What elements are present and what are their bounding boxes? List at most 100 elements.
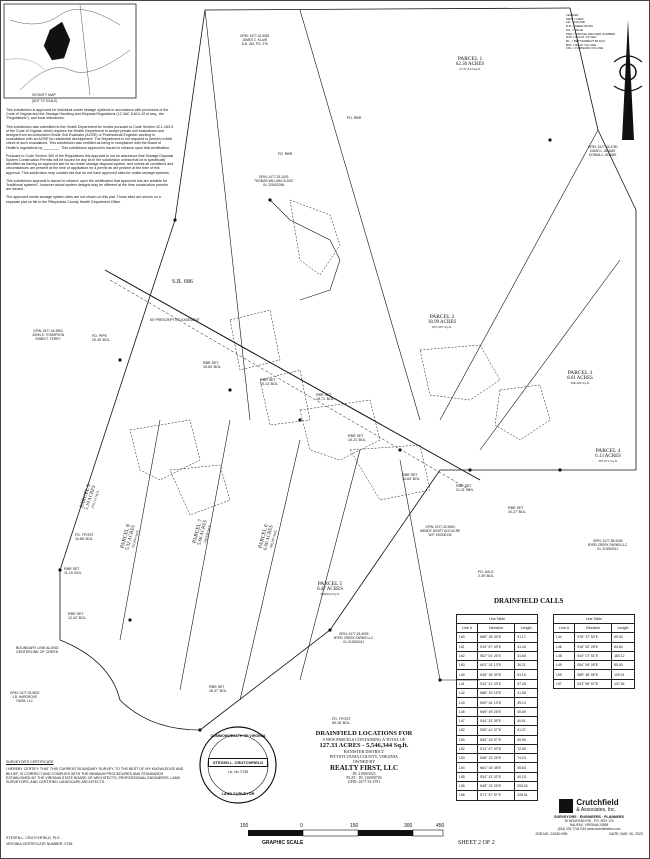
- scale-tick: 0: [300, 823, 303, 829]
- line-direction: S23° 59' 57"E: [574, 678, 613, 690]
- line-direction: S06° 41' 07"E: [477, 725, 516, 736]
- sheet-number: SHEET 2 OF 2: [458, 840, 495, 846]
- road-name: S.R. 686: [172, 279, 193, 285]
- line-length: 40.15: [514, 771, 538, 783]
- scale-tick: 300: [404, 823, 413, 829]
- title-gpin: GPIN: 2477-33-4791: [347, 780, 381, 784]
- line-direction: N18° 25' 30"E: [477, 669, 516, 680]
- parcel-5-label: PARCEL 5 8.47 ACRES 368,954 Sq.ft.: [317, 581, 343, 596]
- firm-date: DATE: MAY 26, 2023: [609, 832, 643, 836]
- line-number: L44: [552, 632, 576, 643]
- line-direction: N66° 20' 19"E: [477, 688, 516, 699]
- line-length: 51.16: [514, 669, 538, 680]
- callout-fd-rbr: FD. RBR: [278, 152, 293, 156]
- health-department-notes: This subdivision is approved for individ…: [6, 108, 174, 208]
- scale-tick: 450: [436, 823, 445, 829]
- line-number: L48: [552, 650, 576, 662]
- line-number: L45: [455, 706, 479, 717]
- scale-label: GRAPHIC SCALE: [262, 840, 304, 846]
- road-easement: 50' PRESCRIPTIVE EASEMENT: [150, 318, 200, 322]
- note: Pursuant to Code Section 360 of the Regu…: [6, 153, 174, 175]
- scale-tick: 150: [350, 823, 359, 829]
- line-number: L62: [455, 650, 479, 662]
- legend-item: BL. = BETTERMENT BLOCK: [566, 38, 606, 43]
- line-number: L57: [552, 678, 576, 690]
- legend-item: FD. = FOUND: [566, 20, 585, 25]
- line-direction: N01° 31' 13"E: [477, 660, 516, 671]
- line-direction: S44° 23' 35"E: [477, 715, 516, 727]
- line-length: 85.50: [611, 660, 635, 671]
- line-direction: S44° 07' 51"E: [574, 650, 613, 662]
- legend: LEGEND: NEW = NEW FD. = FOUND D.B. = DEE…: [566, 13, 638, 51]
- vicinity-map: [3, 3, 137, 99]
- line-table-title: Line Table: [553, 614, 635, 624]
- line-length: 55.83: [514, 762, 538, 773]
- line-length: 57.28: [514, 678, 538, 690]
- line-number: L60: [455, 632, 479, 643]
- parcel-2-label: PARCEL 2 18.99 ACRES 827,207 Sq.ft.: [427, 314, 457, 329]
- callout-fd-rbr: FD. RBR: [347, 116, 362, 120]
- line-direction: S10° 07' 43"E: [477, 641, 516, 652]
- seal-bottom: LAND SURVEYOR: [221, 792, 255, 796]
- line-direction: S62° 04' 26"E: [477, 650, 516, 662]
- vicinity-site-marker: [43, 21, 71, 61]
- certificate-title: SURVEYOR'S CERTIFICATE: [6, 760, 54, 764]
- line-number: L40: [455, 669, 479, 680]
- interior-lines: [104, 9, 621, 701]
- line-table-title: Line Table: [456, 614, 538, 624]
- drainfield-areas: [129, 199, 551, 516]
- seal-name: STEVEN L. CRUTCHFIELD: [208, 758, 268, 767]
- firm-block: Crutchfield & Associates, Inc. SURVEYORS…: [535, 798, 643, 836]
- line-number: L59: [552, 669, 576, 680]
- line-number: L49: [552, 660, 576, 671]
- line-direction: S89° 48' 55"E: [574, 669, 613, 680]
- line-number: L55: [455, 771, 479, 783]
- col-length: Length: [611, 622, 635, 634]
- callout-creek-boundary: BOUNDARY LINE ALONG CENTERLINE OF CREEK: [16, 646, 59, 655]
- north-arrow: NORTH: [613, 20, 643, 140]
- line-direction: N00° 44' 13"E: [477, 697, 516, 708]
- note: The approved onsite sewage system sites …: [6, 195, 161, 204]
- line-length: 137.64: [611, 678, 635, 690]
- title-owner: REALTY FIRST, LLC: [329, 764, 398, 772]
- line-length: 41.37: [514, 725, 538, 736]
- drainfield-calls-title: DRAINFIELD CALLS: [494, 597, 564, 605]
- line-number: L63: [455, 660, 479, 671]
- col-direction: Direction: [574, 622, 613, 634]
- vicinity-subtitle: (NOT TO SCALE): [32, 99, 58, 103]
- line-direction: S54° 13' 02"E: [477, 771, 516, 783]
- line-direction: N61° 03' 48"E: [477, 762, 516, 773]
- line-number: L56: [455, 781, 479, 792]
- firm-job: JOB NO. 22630.095: [535, 832, 568, 836]
- line-number: L50: [455, 734, 479, 745]
- line-direction: S76° 37' 53"E: [574, 632, 613, 643]
- line-length: 49.14: [514, 697, 538, 708]
- line-length: 40.61: [514, 715, 538, 727]
- certificate-number: VIRGINIA CERTIFICATE NUMBER: 2738: [6, 842, 73, 846]
- note: This subdivision approval is issued in r…: [6, 178, 168, 192]
- title-owned-by: OWNED BY: [352, 759, 376, 764]
- line-number: L52: [455, 743, 479, 755]
- firm-address: 30 MOUNTAIN RD., P.O. BOX 176: [564, 819, 614, 823]
- line-length: 31.65: [514, 650, 538, 662]
- line-length: 31.17: [514, 632, 538, 643]
- line-number: L43: [455, 697, 479, 708]
